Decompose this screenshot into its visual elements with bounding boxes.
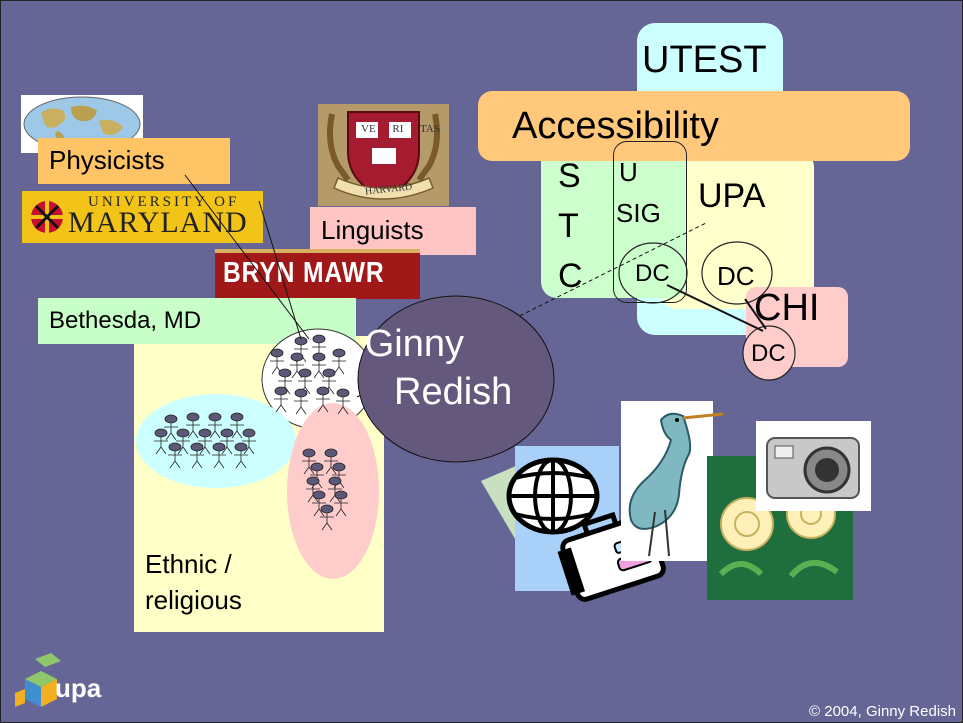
linguists-label: Linguists	[321, 215, 424, 245]
upa-logo: upa	[11, 653, 121, 713]
person-figure	[320, 504, 334, 531]
physicists-box	[38, 138, 230, 184]
person-figure	[208, 412, 222, 439]
person-figure	[154, 428, 168, 455]
person-figure	[168, 442, 182, 469]
person-figure	[316, 386, 330, 413]
clipart-collage	[481, 401, 871, 602]
person-figure	[332, 348, 346, 375]
person-figure	[294, 336, 308, 363]
person-figure	[332, 462, 346, 489]
accessibility-label: Accessibility	[512, 105, 719, 147]
person-figure	[294, 388, 308, 415]
dc1-label: DC	[635, 260, 670, 287]
person-figure	[334, 490, 348, 517]
physicists-label: Physicists	[49, 145, 165, 175]
person-figure	[234, 442, 248, 469]
person-figure	[190, 442, 204, 469]
ethnic-label-line2: religious	[145, 585, 242, 615]
stc-t: T	[558, 207, 579, 245]
camera-icon	[766, 437, 860, 499]
dc3-label: DC	[751, 340, 786, 367]
person-figure	[164, 414, 178, 441]
person-figure	[298, 368, 312, 395]
person-figure	[312, 334, 326, 361]
harvard-logo: VE RI TAS HARVARD	[318, 104, 449, 206]
person-figure	[306, 476, 320, 503]
utest-label: UTEST	[642, 39, 767, 81]
globe-icon	[506, 457, 600, 535]
ethnic-label-line1: Ethnic /	[145, 549, 232, 579]
copyright-text: © 2004, Ginny Redish	[809, 703, 956, 720]
person-figure	[312, 352, 326, 379]
person-figure	[310, 462, 324, 489]
person-figure	[328, 476, 342, 503]
person-figure	[220, 428, 234, 455]
usig-u: U	[619, 157, 638, 187]
stc-s: S	[558, 157, 581, 195]
accessibility-box	[478, 91, 910, 161]
chi-label: CHI	[754, 287, 820, 329]
bethesda-label: Bethesda, MD	[49, 307, 202, 334]
maryland-top-text: UNIVERSITY OF	[88, 194, 240, 210]
person-figure	[212, 442, 226, 469]
center-label-line1: Ginny	[364, 323, 464, 365]
upa-logo-text: upa	[55, 673, 102, 703]
person-figure	[278, 368, 292, 395]
person-figure	[270, 348, 284, 375]
person-figure	[230, 412, 244, 439]
person-figure	[324, 448, 338, 475]
person-figure	[290, 352, 304, 379]
harvard-motto-text: VE RI TAS	[361, 123, 440, 135]
bryn-mawr-logo	[215, 249, 420, 299]
person-figure	[198, 428, 212, 455]
stc-box	[541, 146, 687, 298]
person-figure	[242, 428, 256, 455]
stc-c: C	[558, 257, 583, 295]
person-figure	[176, 428, 190, 455]
upa-label: UPA	[698, 177, 766, 215]
person-figure	[274, 386, 288, 413]
center-ellipse	[357, 295, 555, 463]
maryland-logo: UNIVERSITY OF MARYLAND	[22, 191, 263, 243]
person-figure	[302, 448, 316, 475]
world-map-icon	[21, 95, 143, 153]
upa-logo-icon	[15, 653, 61, 707]
person-figure	[336, 388, 350, 415]
linguists-box	[310, 207, 476, 255]
maryland-main-text: MARYLAND	[68, 206, 248, 239]
center-label-line2: Redish	[394, 371, 513, 413]
dc2-label: DC	[717, 261, 755, 291]
person-figure	[322, 368, 336, 395]
heron-icon	[628, 412, 724, 557]
bryn-mawr-text: BRYN MAWR	[223, 257, 385, 289]
person-figure	[312, 490, 326, 517]
usig-sig: SIG	[616, 198, 661, 228]
maryland-seal-icon	[31, 201, 63, 233]
person-figure	[186, 412, 200, 439]
